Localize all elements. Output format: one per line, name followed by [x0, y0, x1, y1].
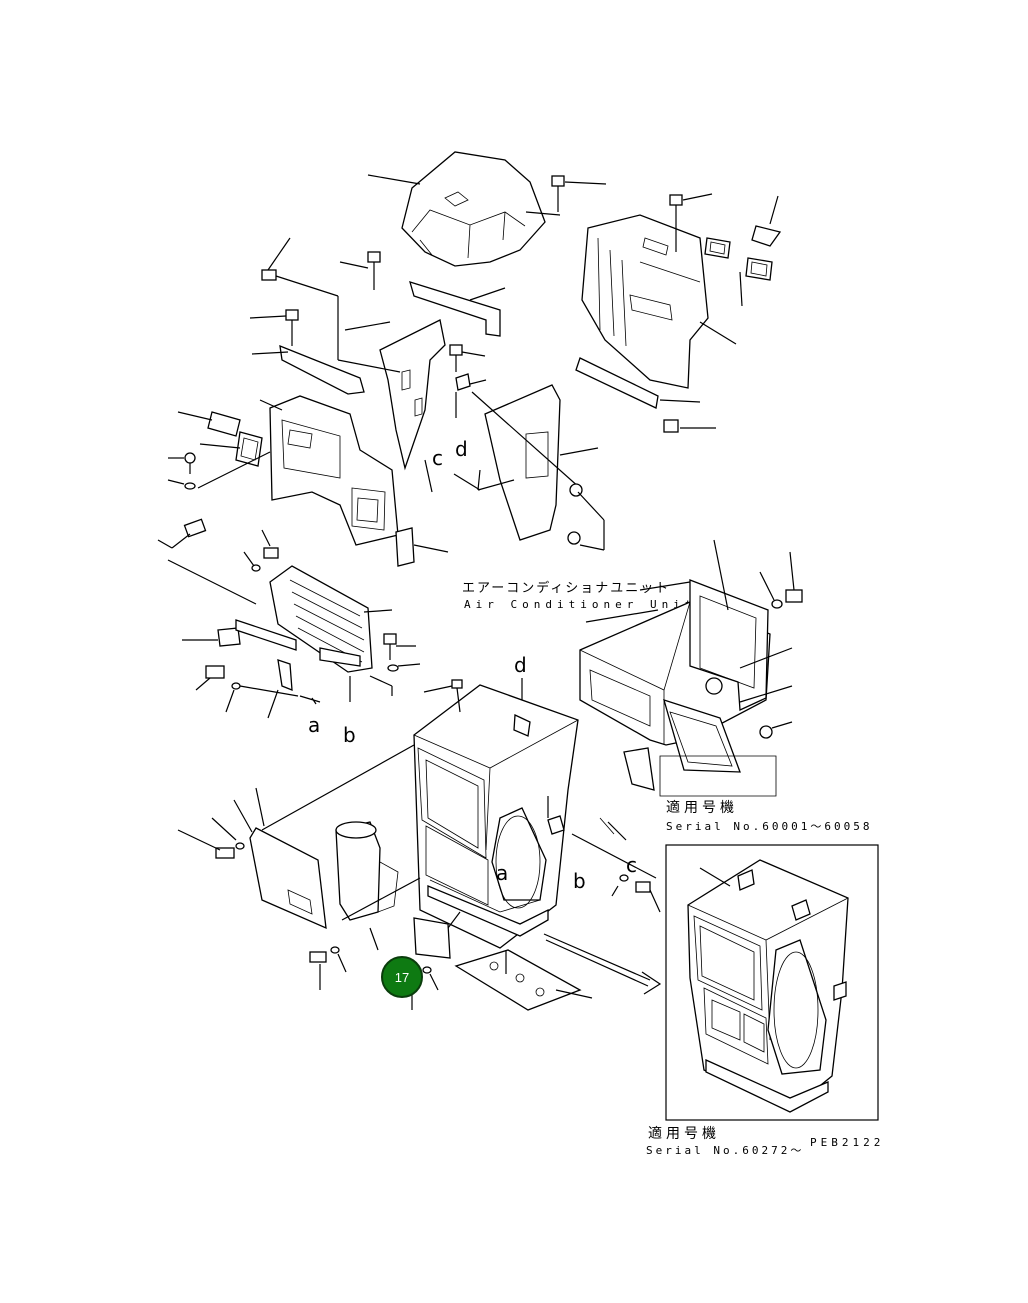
drawing-code: PEB2122 — [810, 1136, 884, 1149]
callout-17[interactable]: 17 — [381, 956, 423, 1010]
serial-label-2-en: Serial No.60272～ — [646, 1144, 804, 1157]
blower-housing — [177, 395, 449, 567]
ref-a-box: a — [496, 861, 508, 885]
ref-b-box: b — [573, 869, 586, 893]
bolt-top-1 — [525, 175, 607, 216]
top-cover — [367, 151, 546, 267]
box-right-fasteners — [547, 796, 661, 913]
ref-a-left: a — [308, 713, 320, 737]
serial-label-1-jp: 適用号機 — [666, 799, 738, 816]
left-side-panel — [177, 744, 415, 990]
bolt-left-1 — [167, 451, 271, 490]
bottom-plate — [454, 933, 662, 1011]
main-unit-box — [413, 679, 579, 949]
cover-plate — [413, 911, 461, 991]
inset-panel — [665, 844, 879, 1121]
center-right-panel — [449, 344, 605, 551]
right-top-cover — [575, 193, 782, 433]
ref-b-left: b — [343, 723, 356, 747]
ref-d-top: d — [455, 437, 468, 461]
ref-c-top: c — [432, 446, 443, 470]
serial-label-2-jp: 適用号機 — [648, 1125, 720, 1142]
serial-label-1-en: Serial No.60001～60058 — [666, 820, 872, 833]
ac-unit-right — [579, 539, 803, 797]
callout-17-circle[interactable] — [381, 956, 423, 998]
unit-label-jp: エアーコンディショナユニット — [462, 580, 670, 596]
callout-17-number: 17 — [395, 970, 409, 985]
ref-d-center: d — [514, 653, 527, 677]
duct-cylinder — [335, 821, 421, 951]
unit-label-en: Air Conditioner Unit — [464, 598, 696, 611]
grille-frame — [157, 518, 421, 719]
center-brackets — [249, 237, 506, 493]
